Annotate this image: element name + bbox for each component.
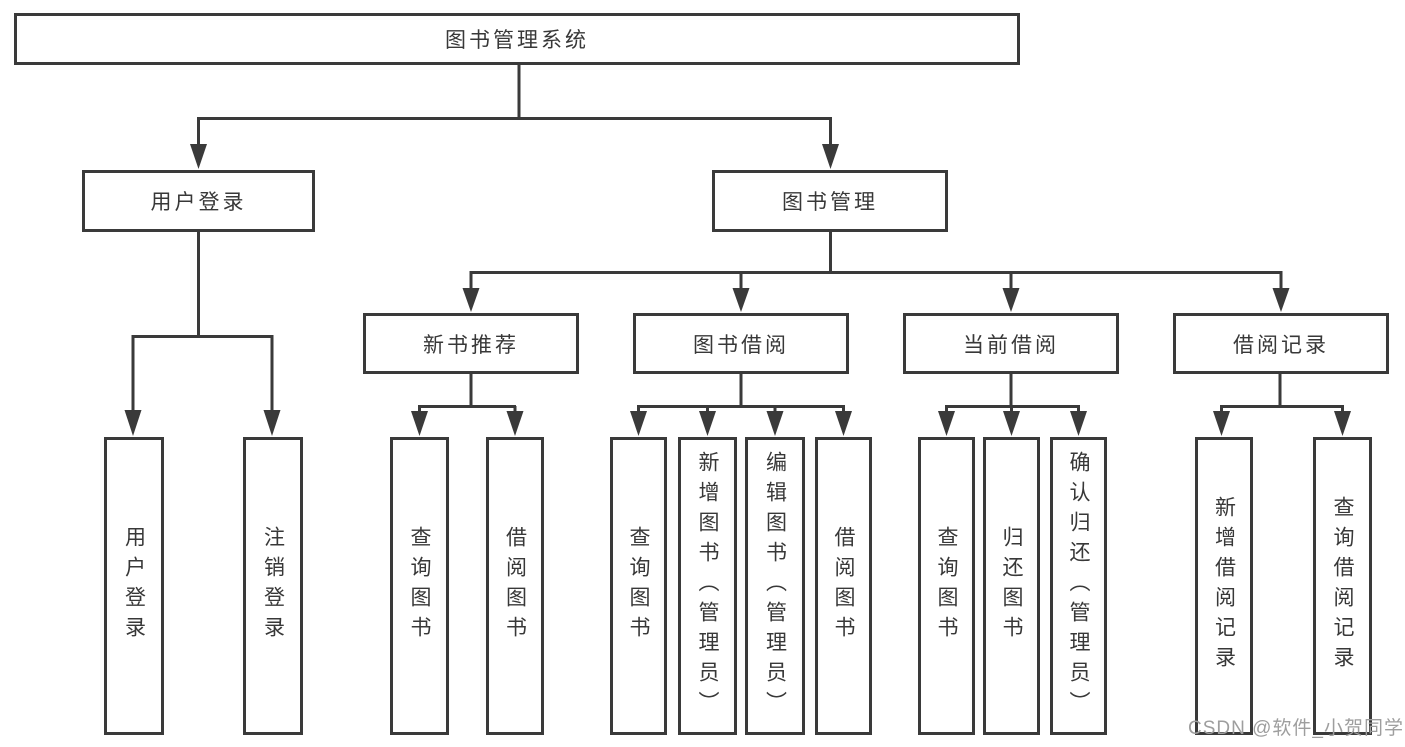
node-label: 用户登录 xyxy=(122,526,146,646)
arrow-down-icon xyxy=(1003,411,1020,436)
node-label: 归还图书 xyxy=(1000,526,1023,646)
arrow-down-icon xyxy=(766,411,784,436)
node-library-management-system: 图书管理系统 xyxy=(14,13,1020,65)
arrow-down-icon xyxy=(1002,288,1020,312)
node-label: 查询图书 xyxy=(408,526,431,646)
connector-book-borrow xyxy=(630,373,852,436)
leaf-query-borrow-record: 查询借阅记录 xyxy=(1313,437,1372,735)
node-label: 查询图书 xyxy=(935,526,958,646)
node-label: 用户登录 xyxy=(150,191,247,214)
arrow-down-icon xyxy=(1070,411,1087,436)
arrow-down-icon xyxy=(938,411,955,436)
connector-user-login xyxy=(124,231,281,436)
leaf-return-book: 归还图书 xyxy=(983,437,1040,735)
node-borrow-records: 借阅记录 xyxy=(1173,313,1389,374)
node-label: 编辑图书（管理员） xyxy=(763,451,787,721)
node-user-login: 用户登录 xyxy=(82,170,315,232)
leaf-query-books-recommend: 查询图书 xyxy=(390,437,449,735)
leaf-borrow-books-recommend: 借阅图书 xyxy=(486,437,544,735)
connector-new-book-recommend xyxy=(411,373,524,436)
arrow-down-icon xyxy=(1213,411,1230,436)
leaf-edit-book-admin: 编辑图书（管理员） xyxy=(745,437,805,735)
node-label: 注销登录 xyxy=(261,526,285,646)
node-label: 借阅图书 xyxy=(503,526,527,646)
node-new-book-recommend: 新书推荐 xyxy=(363,313,579,374)
csdn-watermark: CSDN @软件_小贺同学 xyxy=(1188,718,1404,739)
node-label: 图书管理系统 xyxy=(445,29,589,52)
node-label: 新增图书（管理员） xyxy=(696,451,719,721)
connector-root xyxy=(190,64,839,169)
node-label: 查询图书 xyxy=(627,526,650,646)
node-label: 确认归还（管理员） xyxy=(1067,451,1090,721)
leaf-add-borrow-record: 新增借阅记录 xyxy=(1195,437,1253,735)
connector-book-management xyxy=(462,231,1290,312)
arrow-down-icon xyxy=(699,411,716,436)
arrow-down-icon xyxy=(506,411,524,436)
node-current-borrow: 当前借阅 xyxy=(903,313,1119,374)
leaf-query-books-current: 查询图书 xyxy=(918,437,975,735)
connector-current-borrow xyxy=(938,373,1087,436)
connector-borrow-records xyxy=(1213,373,1351,436)
arrow-down-icon xyxy=(263,410,281,436)
arrow-down-icon xyxy=(190,144,207,169)
arrow-down-icon xyxy=(124,410,142,436)
arrow-down-icon xyxy=(411,411,428,436)
leaf-query-books-borrow: 查询图书 xyxy=(610,437,667,735)
node-label: 图书借阅 xyxy=(693,333,789,357)
leaf-user-login: 用户登录 xyxy=(104,437,164,735)
arrow-down-icon xyxy=(835,411,852,436)
arrow-down-icon xyxy=(822,144,839,169)
node-label: 查询借阅记录 xyxy=(1331,496,1354,676)
node-label: 新书推荐 xyxy=(423,333,519,357)
node-label: 新增借阅记录 xyxy=(1212,496,1236,676)
node-book-borrow: 图书借阅 xyxy=(633,313,849,374)
leaf-confirm-return-admin: 确认归还（管理员） xyxy=(1050,437,1107,735)
node-book-management: 图书管理 xyxy=(712,170,948,232)
node-label: 借阅记录 xyxy=(1233,333,1329,357)
node-label: 借阅图书 xyxy=(832,526,855,646)
leaf-borrow-books: 借阅图书 xyxy=(815,437,872,735)
arrow-down-icon xyxy=(1272,288,1290,312)
arrow-down-icon xyxy=(630,411,647,436)
node-label: 当前借阅 xyxy=(963,333,1059,357)
arrow-down-icon xyxy=(1334,411,1351,436)
arrow-down-icon xyxy=(732,288,750,312)
node-label: 图书管理 xyxy=(782,191,878,214)
leaf-logout: 注销登录 xyxy=(243,437,303,735)
leaf-add-book-admin: 新增图书（管理员） xyxy=(678,437,737,735)
arrow-down-icon xyxy=(462,288,480,312)
